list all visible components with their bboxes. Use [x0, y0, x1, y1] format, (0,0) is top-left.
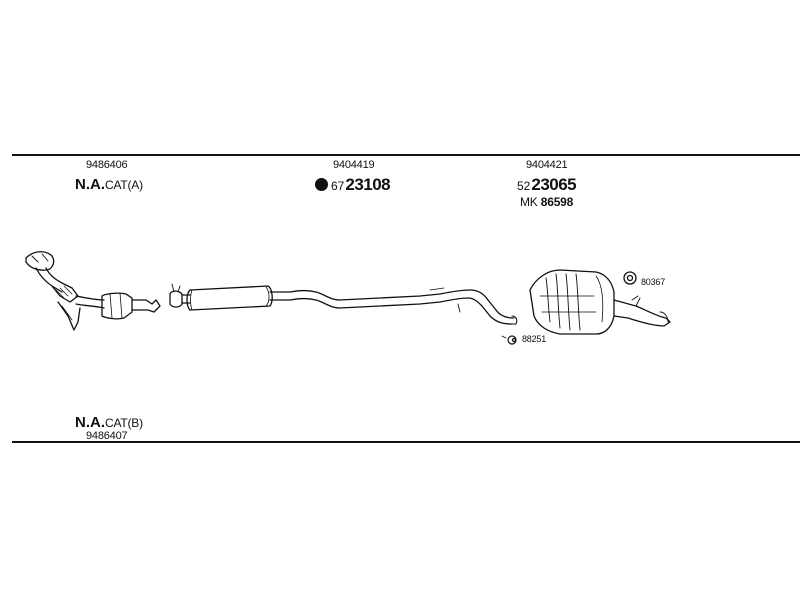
part-b-code-row: 6723108 — [315, 175, 391, 194]
top-divider-line — [12, 154, 800, 156]
part-c-code-prefix: 52 — [517, 179, 531, 193]
part-b-number: 9404419 — [333, 159, 375, 171]
bracket — [57, 301, 81, 331]
converter-outlet-flange — [131, 299, 161, 313]
part-c-mk-label: MK — [520, 195, 538, 209]
tailpipe-lower — [269, 297, 513, 325]
part-c-code-row: 5223065 — [517, 175, 577, 194]
bottom-divider-line — [12, 441, 800, 443]
clamp-icon — [623, 271, 637, 285]
part-a-prefix: N.A. — [75, 176, 105, 193]
part-c-mk-row: MK 86598 — [520, 196, 573, 208]
converter-body — [101, 292, 133, 320]
part-d-prefix: N.A. — [75, 414, 105, 431]
rear-tailpipe — [613, 299, 671, 327]
silencer-body — [186, 285, 273, 311]
part-c-number: 9404421 — [526, 159, 568, 171]
part-a-label: N.A.CAT(A) — [75, 177, 143, 193]
middle-silencer-part — [169, 283, 518, 325]
tailpipe-upper — [269, 289, 515, 319]
flex-joint — [51, 285, 79, 303]
part-c-mk-code: 86598 — [540, 195, 574, 209]
rear-silencer-part — [529, 269, 671, 335]
part-a-name: CAT(A) — [105, 178, 143, 192]
clamp-callout-label: 80367 — [641, 277, 666, 287]
inlet-pipe-a — [75, 295, 105, 301]
part-b-code: 23108 — [345, 175, 391, 194]
part-c-code: 23065 — [531, 175, 577, 194]
bullet-dot-icon — [315, 178, 328, 191]
manifold-flange — [25, 251, 55, 271]
part-d-number: 9486407 — [86, 430, 128, 442]
catalytic-converter-part — [25, 251, 161, 331]
part-d-label: N.A.CAT(B) — [75, 415, 143, 431]
part-b-code-prefix: 67 — [331, 179, 345, 193]
rubber-hanger-icon — [501, 335, 517, 345]
rear-silencer-body — [529, 269, 615, 335]
part-a-number: 9486406 — [86, 159, 128, 171]
part-d-name: CAT(B) — [105, 416, 143, 430]
hanger-callout-label: 88251 — [522, 334, 547, 344]
inlet-flange — [169, 290, 183, 308]
